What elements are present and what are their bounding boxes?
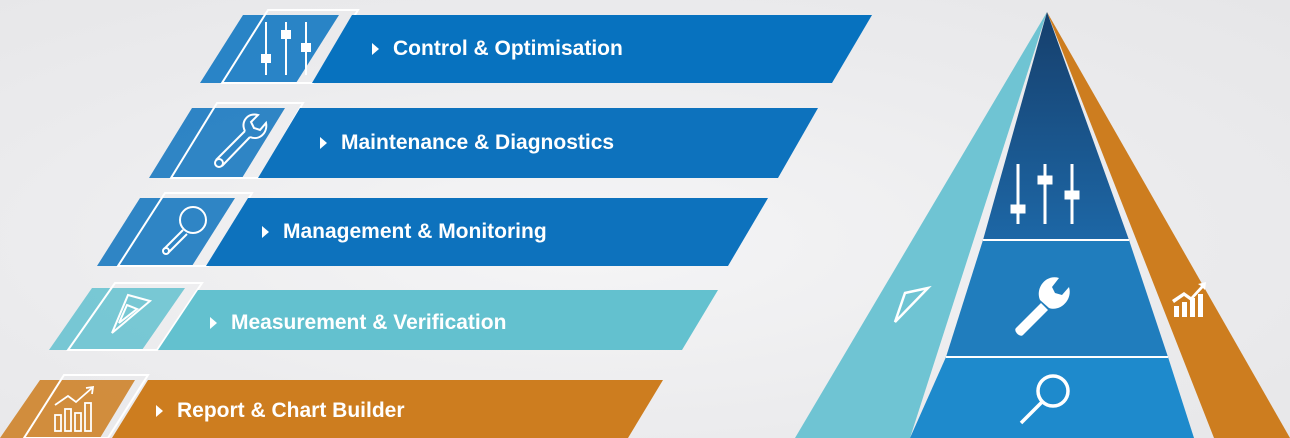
banner-label-maintenance-diagnostics: Maintenance & Diagnostics xyxy=(320,132,614,153)
pyramid-left-face xyxy=(795,12,1047,438)
caret-right-icon xyxy=(210,316,217,329)
banner-label-text: Maintenance & Diagnostics xyxy=(341,131,615,154)
pyramid-tier-3 xyxy=(910,357,1194,438)
magnifier-icon xyxy=(162,206,207,255)
banner-measurement-verification[interactable] xyxy=(49,282,718,351)
caret-right-icon xyxy=(156,404,163,417)
banner-label-text: Management & Monitoring xyxy=(283,220,547,243)
banner-label-text: Control & Optimisation xyxy=(393,37,623,60)
caret-right-icon xyxy=(372,42,379,55)
magnifier-icon xyxy=(1019,374,1070,425)
pyramid-right-face xyxy=(1047,12,1290,438)
banner-label-measurement-verification: Measurement & Verification xyxy=(210,312,506,333)
banner-label-text: Measurement & Verification xyxy=(231,311,507,334)
chart-growth-icon xyxy=(1172,282,1206,317)
caret-right-icon xyxy=(320,136,327,149)
banner-label-text: Report & Chart Builder xyxy=(177,399,405,422)
caret-right-icon xyxy=(262,225,269,238)
banner-label-management-monitoring: Management & Monitoring xyxy=(262,221,547,242)
banner-label-control-optimisation: Control & Optimisation xyxy=(372,38,623,59)
sliders-icon xyxy=(261,22,311,75)
banner-maintenance-diagnostics[interactable] xyxy=(149,102,818,179)
banner-control-optimisation[interactable] xyxy=(200,9,872,84)
chart-growth-icon xyxy=(54,385,95,432)
banner-report-chart-builder[interactable] xyxy=(0,374,663,438)
triangle-ruler-icon xyxy=(893,285,932,323)
wrench-icon xyxy=(214,113,268,168)
banner-management-monitoring[interactable] xyxy=(97,192,768,267)
wrench-icon xyxy=(1015,277,1070,336)
triangle-ruler-icon xyxy=(111,293,153,334)
sliders-icon xyxy=(1010,164,1080,224)
banner-label-report-chart-builder: Report & Chart Builder xyxy=(156,400,405,421)
